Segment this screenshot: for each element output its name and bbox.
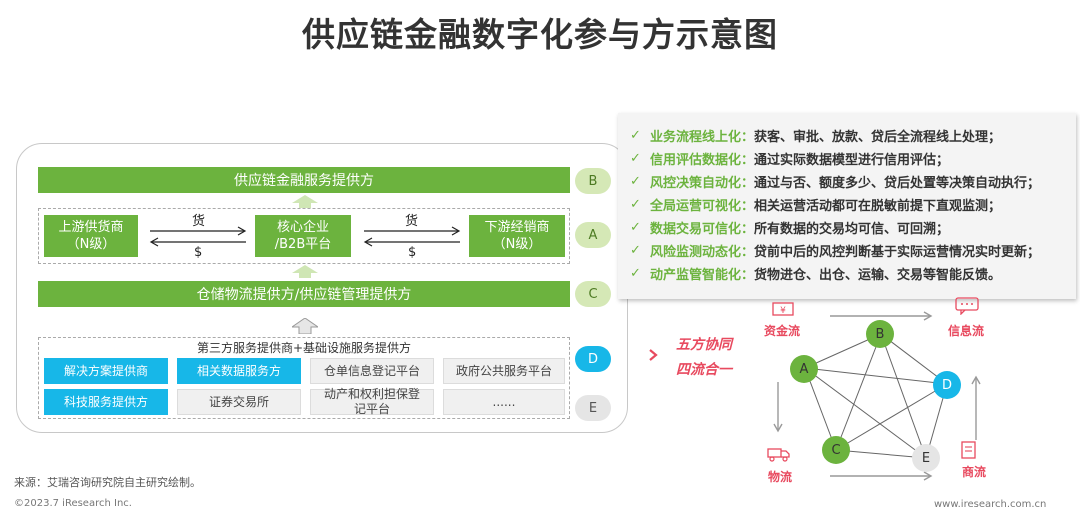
badge-d: D [575, 346, 611, 372]
warehouse-receipt-platform-cell: 仓单信息登记平台 [310, 358, 434, 384]
capital-flow-label: 资金流 [764, 324, 801, 338]
check-icon: ✓ [630, 243, 641, 258]
service-provider-bar: 供应链金融服务提供方 [38, 167, 570, 193]
check-icon: ✓ [630, 174, 641, 189]
chat-icon [955, 297, 979, 315]
core-label: 核心企业 [276, 220, 329, 235]
collateral-registry-line2: 记平台 [353, 402, 390, 416]
truck-icon [767, 448, 790, 462]
check-icon: ✓ [630, 197, 641, 212]
downstream-level: （N级） [492, 237, 542, 252]
data-service-cell: 相关数据服务方 [177, 358, 301, 384]
node-d: D [933, 371, 961, 399]
core-platform: /B2B平台 [274, 237, 332, 252]
solution-provider-cell: 解决方案提供商 [44, 358, 168, 384]
node-c: C [822, 436, 850, 464]
check-icon: ✓ [630, 128, 641, 143]
tech-service-cell: 科技服务提供方 [44, 389, 168, 415]
list-item: ✓动产监管智能化：货物进仓、出仓、运输、交易等智能反馈。 [630, 266, 1002, 283]
slogan-four-flows: 四流合一 [676, 362, 732, 378]
upstream-level: （N级） [66, 237, 116, 252]
badge-b: B [575, 168, 611, 194]
collateral-registry-line1: 动产和权利担保登 [323, 387, 420, 401]
trade-chain-box [38, 208, 570, 264]
logistics-flow-label: 物流 [768, 470, 793, 484]
collateral-registry-cell: 动产和权利担保登 记平台 [310, 387, 434, 416]
node-b: B [866, 320, 894, 348]
goods-label-left: 货 [192, 214, 206, 229]
slogan-five-parties: 五方协同 [676, 337, 732, 353]
upstream-supplier-box: 上游供货商 （N级） [44, 215, 138, 257]
chevron-right-icon [649, 349, 658, 361]
up-arrow-icon [292, 195, 318, 208]
downstream-label: 下游经销商 [484, 220, 550, 235]
up-arrow-icon [292, 265, 318, 278]
goods-money-arrows-left [149, 226, 247, 247]
third-party-title: 第三方服务提供商+基础设施服务提供方 [196, 341, 412, 355]
check-icon: ✓ [630, 220, 641, 235]
badge-a: A [575, 222, 611, 248]
third-party-section [38, 337, 570, 419]
copyright: ©2023.7 iResearch Inc. [14, 498, 132, 509]
badge-e: E [575, 395, 611, 421]
business-flow-label: 商流 [962, 465, 987, 479]
upstream-label: 上游供货商 [58, 220, 124, 235]
warehouse-logistics-bar: 仓储物流提供方/供应链管理提供方 [38, 281, 570, 307]
money-icon: ¥ [772, 302, 794, 316]
goods-label-right: 货 [405, 214, 419, 229]
digitalization-features-list [618, 113, 1076, 299]
source-note: 来源：艾瑞咨询研究院自主研究绘制。 [14, 476, 201, 489]
node-a: A [790, 355, 818, 383]
money-label-right: $ [408, 245, 417, 260]
more-cell: ...... [443, 389, 565, 415]
svg-text:¥: ¥ [780, 306, 786, 316]
list-item: ✓风控决策自动化：通过与否、额度多少、贷后处置等决策自动执行； [630, 174, 1041, 191]
list-item: ✓信用评估数据化：通过实际数据模型进行信用评估； [630, 151, 950, 168]
document-icon [961, 441, 976, 459]
money-label-left: $ [194, 245, 203, 260]
check-icon: ✓ [630, 266, 641, 281]
check-icon: ✓ [630, 151, 641, 166]
list-item: ✓全局运营可视化：相关运营活动都可在脱敏前提下直观监测； [630, 197, 1002, 214]
goods-money-arrows-right [363, 226, 461, 247]
node-e: E [912, 444, 940, 472]
downstream-dealer-box: 下游经销商 （N级） [469, 215, 565, 257]
page-title: 供应链金融数字化参与方示意图 [302, 15, 778, 54]
list-item: ✓业务流程线上化：获客、审批、放款、贷后全流程线上处理； [630, 128, 1002, 145]
up-arrow-icon [292, 318, 318, 334]
list-item: ✓风险监测动态化：贷前中后的风控判断基于实际运营情况实时更新； [630, 243, 1041, 260]
core-enterprise-box: 核心企业 /B2B平台 [255, 215, 351, 257]
gov-public-service-cell: 政府公共服务平台 [443, 358, 565, 384]
badge-c: C [575, 281, 611, 307]
website-url: www.iresearch.com.cn [934, 499, 1047, 510]
list-item: ✓数据交易可信化：所有数据的交易均可信、可回溯； [630, 220, 950, 237]
stock-exchange-cell: 证券交易所 [177, 389, 301, 415]
info-flow-label: 信息流 [948, 324, 985, 338]
